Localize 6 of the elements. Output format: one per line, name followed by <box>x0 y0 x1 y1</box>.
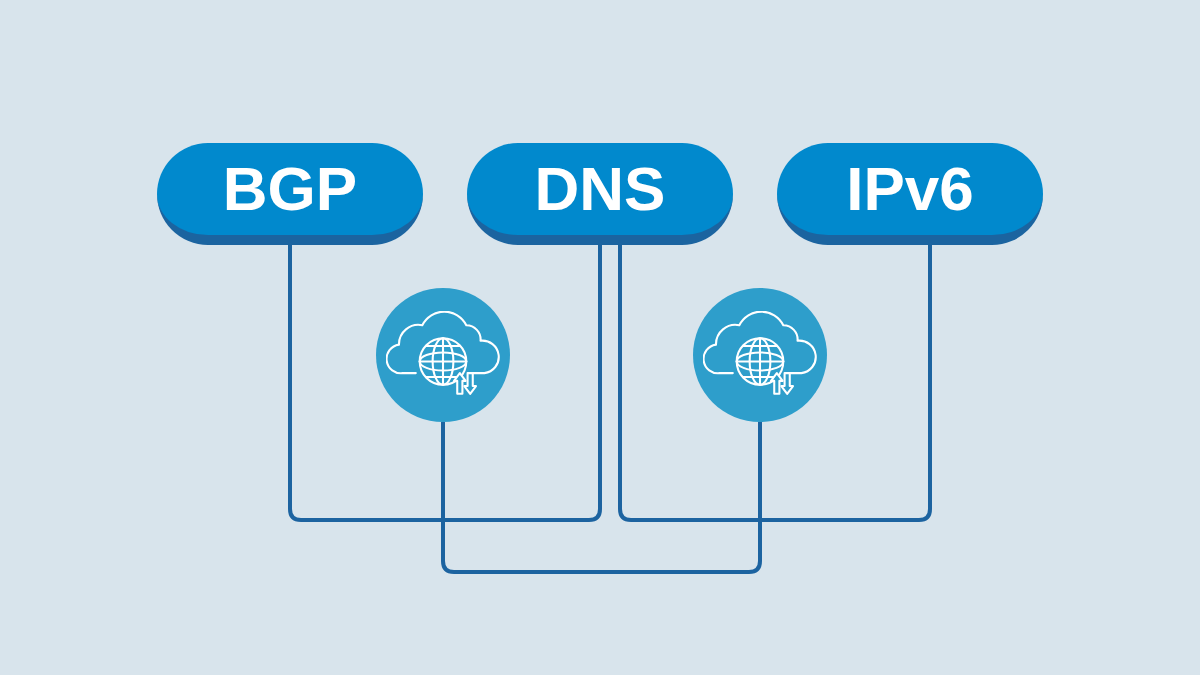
connector-line <box>441 422 762 574</box>
node-label: IPv6 <box>846 158 974 220</box>
node-label: BGP <box>222 158 358 220</box>
node-label: DNS <box>534 158 666 220</box>
connector-line <box>618 245 932 522</box>
connector-line <box>288 245 602 522</box>
